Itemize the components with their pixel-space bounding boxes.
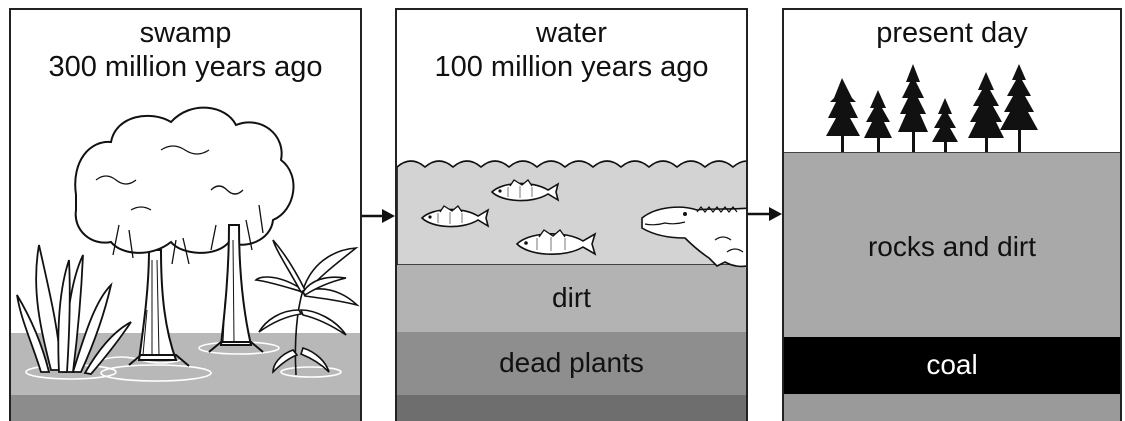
arrow-right-icon — [748, 206, 782, 222]
pine-tree-icon — [898, 64, 928, 152]
swamp-illustration — [11, 10, 362, 421]
water-animals — [397, 10, 748, 421]
fish-icon — [422, 206, 488, 227]
pine-tree-icon — [932, 98, 958, 152]
coal-layer: coal — [784, 337, 1120, 394]
pine-tree-icon — [1000, 64, 1038, 152]
pine-forest — [784, 10, 1122, 160]
pine-tree-icon — [864, 90, 892, 152]
panel-present-day: present day rocks and dirt coal — [782, 8, 1122, 421]
pine-tree-icon — [968, 72, 1004, 152]
fish-icon — [492, 180, 558, 201]
rocks-and-dirt-layer: rocks and dirt — [784, 152, 1120, 338]
layer-label-rocks-and-dirt: rocks and dirt — [784, 231, 1120, 263]
arrow-right-icon — [362, 208, 395, 224]
tree-icon — [75, 108, 293, 366]
panel-water: water 100 million years ago dirt dead pl… — [395, 8, 748, 421]
reed-plant-icon — [17, 245, 131, 374]
bottom-layer — [784, 394, 1120, 421]
pine-tree-icon — [826, 78, 860, 152]
panel-swamp: swamp 300 million years ago — [9, 8, 362, 421]
alligator-icon — [642, 207, 748, 266]
layer-label-coal: coal — [784, 349, 1120, 381]
fish-icon — [517, 230, 595, 254]
palm-plant-icon — [256, 240, 357, 375]
